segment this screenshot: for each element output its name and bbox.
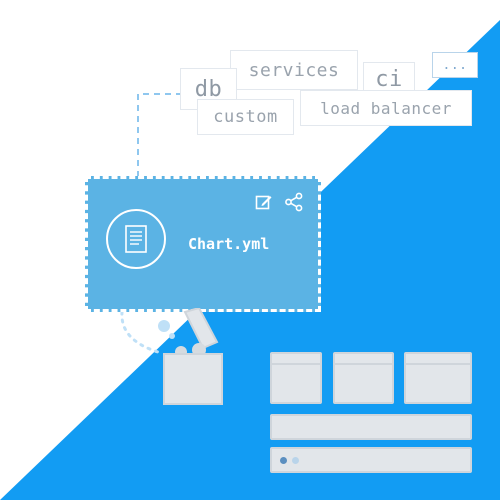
- status-dot-1: [280, 457, 287, 464]
- module-box-3: [404, 352, 472, 404]
- file-icon-circle: [106, 209, 166, 269]
- dashed-connector: [137, 93, 182, 176]
- status-bar: [270, 447, 472, 473]
- dotted-connector: [120, 310, 160, 354]
- module-box-1: [270, 352, 322, 404]
- edit-icon[interactable]: [255, 193, 273, 211]
- tag-ci-label: ci: [375, 66, 403, 92]
- connector-dot: [158, 320, 170, 332]
- wide-bar: [270, 414, 472, 440]
- tag-custom-label: custom: [213, 107, 278, 127]
- tag-custom: custom: [197, 99, 294, 135]
- tag-services-label: services: [248, 59, 340, 81]
- tag-load-balancer: load balancer: [300, 90, 472, 126]
- tag-more: ...: [432, 52, 478, 78]
- tag-services: services: [230, 50, 358, 90]
- tag-load-balancer-label: load balancer: [320, 98, 452, 118]
- chart-file-name: Chart.yml: [188, 235, 270, 253]
- file-icon: [125, 225, 147, 253]
- tag-db-label: db: [194, 76, 223, 102]
- tag-more-label: ...: [442, 57, 468, 73]
- connector-dot-small: [169, 333, 175, 339]
- share-icon[interactable]: [284, 192, 304, 212]
- status-dot-2: [292, 457, 299, 464]
- package-box-icon: [163, 308, 223, 405]
- chart-file-card[interactable]: Chart.yml: [85, 176, 321, 312]
- module-box-2: [333, 352, 394, 404]
